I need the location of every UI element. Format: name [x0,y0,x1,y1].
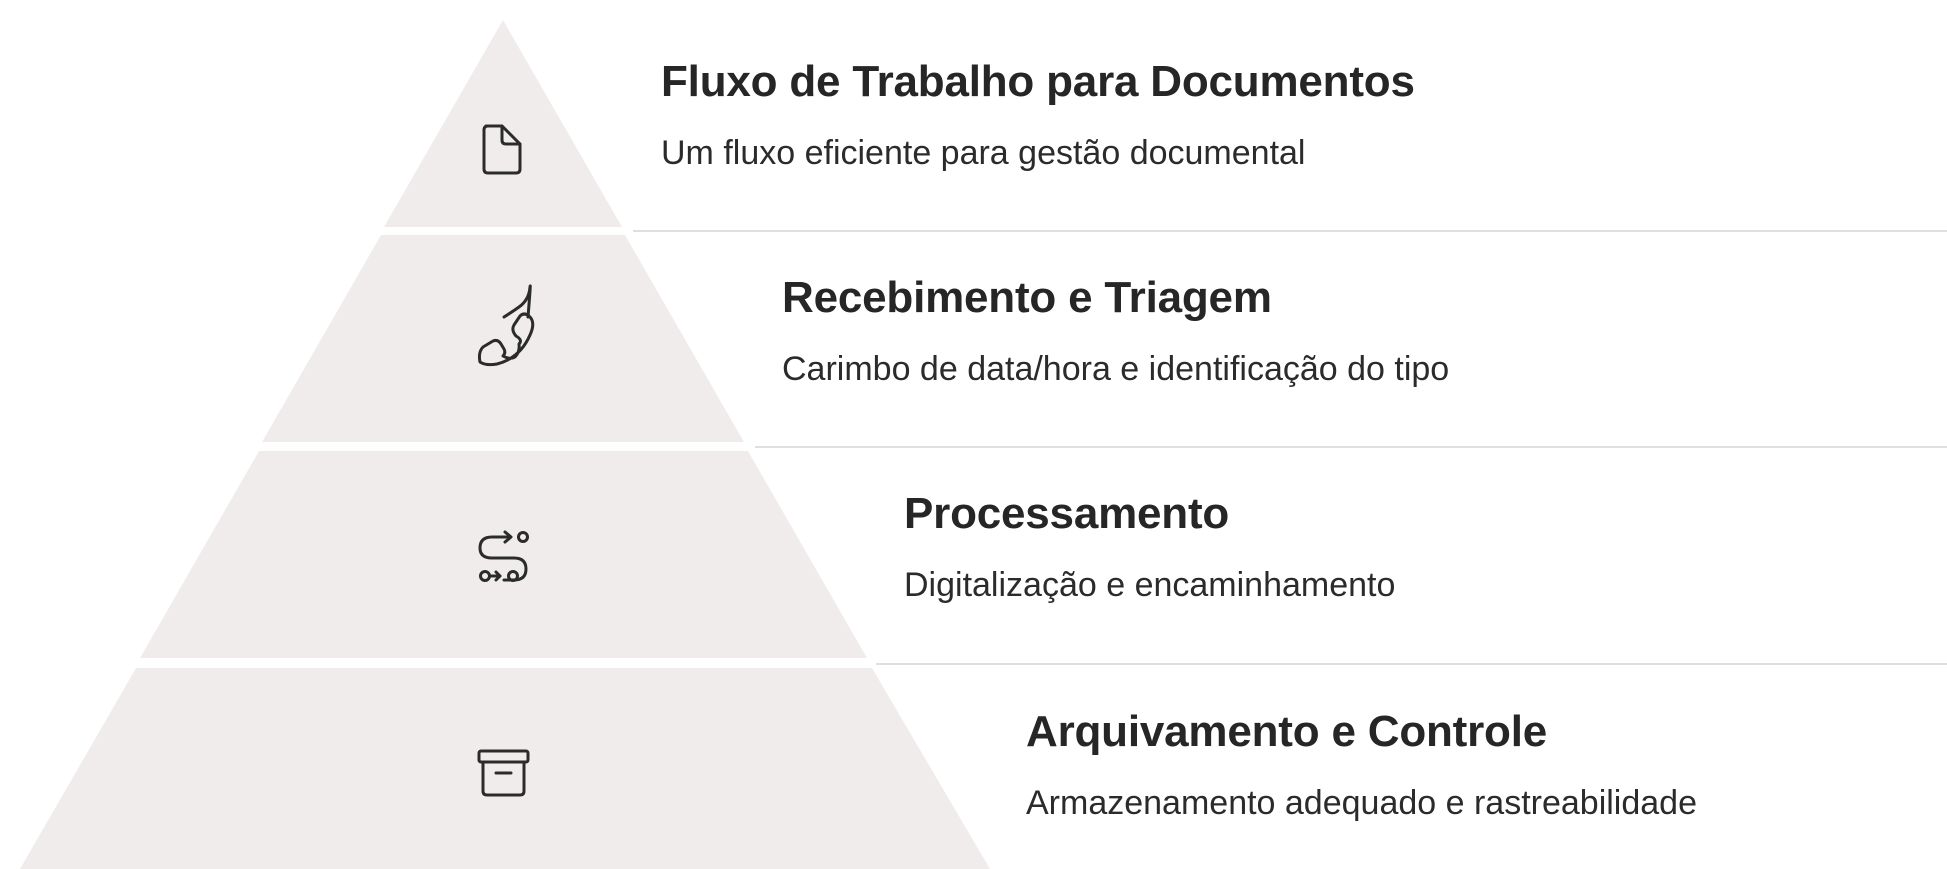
pyramid-tier-2 [262,235,744,442]
tier-1-text: Fluxo de Trabalho para Documentos Um flu… [661,56,1415,174]
tier-4-title: Arquivamento e Controle [1026,707,1548,756]
pyramid-tier-3 [140,451,867,658]
tier-1-description: Um fluxo eficiente para gestão documenta… [661,134,1306,172]
tier-1-title: Fluxo de Trabalho para Documentos [661,57,1415,106]
tier-3-title: Processamento [904,489,1230,538]
pyramid-tier-1 [384,20,622,227]
tier-3-text: Processamento Digitalização e encaminham… [904,488,1395,606]
tier-4-description: Armazenamento adequado e rastreabilidade [1026,784,1698,822]
file-icon [482,124,522,175]
phone-icon [477,284,535,367]
archive-icon [477,749,530,797]
tier-2-description: Carimbo de data/hora e identificação do … [782,350,1450,388]
pyramid-tier-4 [20,668,990,869]
tier-2-text: Recebimento e Triagem Carimbo de data/ho… [782,272,1449,390]
tier-3-description: Digitalização e encaminhamento [904,566,1396,604]
tier-4-text: Arquivamento e Controle Armazenamento ad… [1026,706,1697,824]
tier-2-title: Recebimento e Triagem [782,273,1272,322]
route-icon [478,530,529,582]
